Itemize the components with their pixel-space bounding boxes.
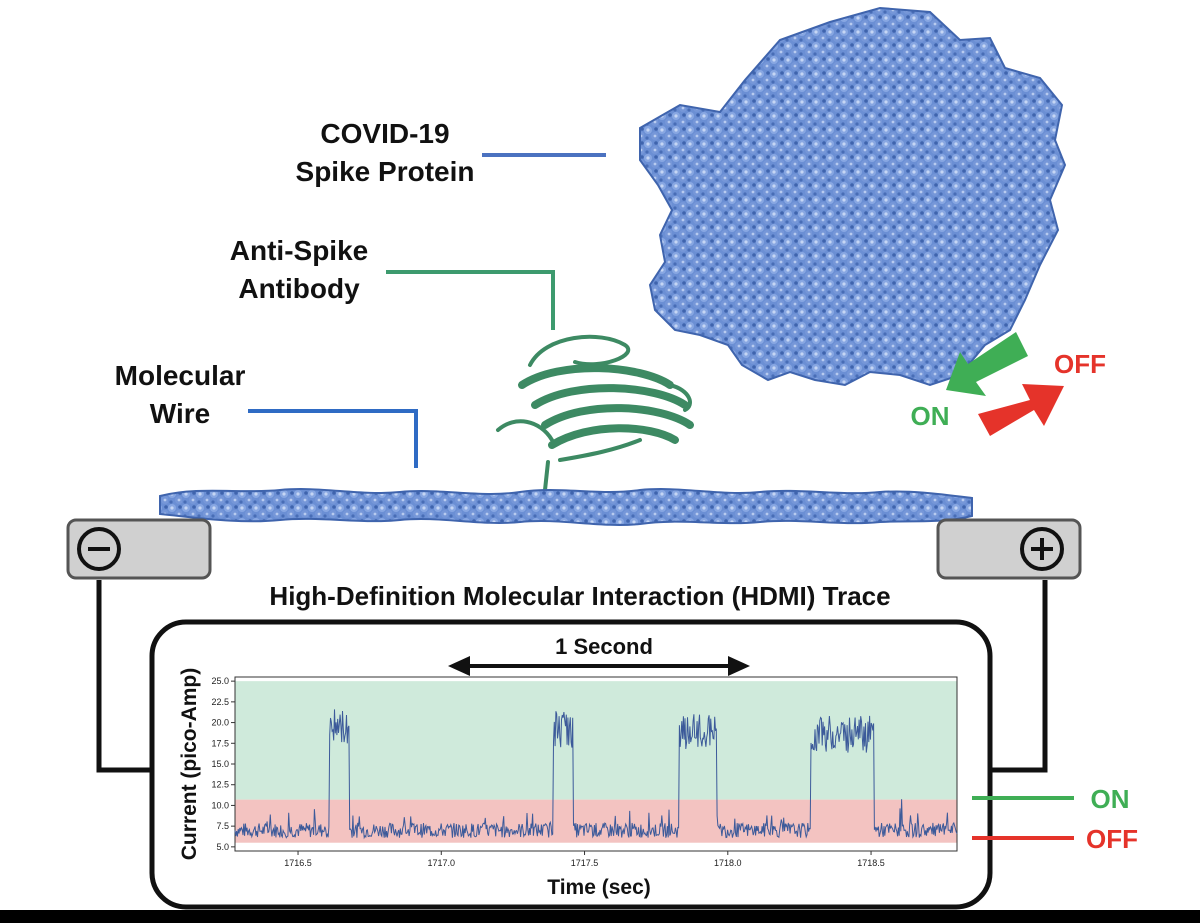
- y-tick-label: 20.0: [211, 718, 229, 728]
- spike-label-line1: COVID-19: [320, 118, 450, 149]
- wire-label-line1: Molecular: [114, 360, 246, 391]
- wire-label: Molecular Wire: [98, 357, 262, 433]
- plus-icon: [1020, 527, 1064, 571]
- minus-icon: [77, 527, 121, 571]
- spike-label-line2: Spike Protein: [295, 156, 475, 187]
- spike-protein-label: COVID-19 Spike Protein: [280, 115, 490, 191]
- y-tick-label: 15.0: [211, 759, 229, 769]
- y-tick-label: 5.0: [216, 842, 229, 852]
- y-tick-label: 17.5: [211, 738, 229, 748]
- bottom-border: [0, 910, 1200, 923]
- hdmi-trace-chart: 5.0 7.5 10.0 12.5 15.0 17.5 20.0 22.5 25.0 1716.5…: [211, 676, 958, 868]
- off-level-label: OFF: [1086, 824, 1138, 854]
- current-trace-line: [234, 709, 958, 840]
- x-axis-label: Time (sec): [547, 876, 651, 899]
- antibody-leader-line: [386, 270, 555, 330]
- y-tick-label: 25.0: [211, 676, 229, 686]
- antibody-label-line1: Anti-Spike: [229, 235, 369, 266]
- y-tick-label: 7.5: [216, 821, 229, 831]
- y-tick-label: 22.5: [211, 697, 229, 707]
- spike-protein: [639, 6, 1067, 387]
- wire-leader-line: [248, 409, 418, 468]
- right-circuit-wire: [990, 580, 1048, 773]
- one-second-arrow: [448, 656, 750, 676]
- molecular-wire: [159, 488, 973, 526]
- on-arrow-icon: [946, 332, 1028, 396]
- antibody-label: Anti-Spike Antibody: [214, 232, 384, 308]
- band-on: [235, 681, 957, 800]
- negative-electrode: [66, 518, 212, 580]
- x-tick-label: 1717.0: [428, 858, 456, 868]
- antibody-label-line2: Antibody: [238, 273, 360, 304]
- positive-electrode: [936, 518, 1082, 580]
- x-tick-label: 1717.5: [571, 858, 599, 868]
- wire-label-line2: Wire: [149, 398, 211, 429]
- left-circuit-wire: [96, 580, 152, 773]
- y-axis-label: Current (pico-Amp): [178, 668, 201, 861]
- y-tick-label: 12.5: [211, 780, 229, 790]
- trace-title: High-Definition Molecular Interaction (H…: [269, 581, 890, 611]
- x-tick-label: 1718.0: [714, 858, 742, 868]
- band-off: [235, 799, 957, 843]
- off-arrow-label: OFF: [1054, 349, 1106, 379]
- antibody-structure: [496, 334, 694, 492]
- on-arrow-label: ON: [911, 401, 950, 431]
- x-tick-label: 1716.5: [284, 858, 312, 868]
- off-arrow-icon: [978, 384, 1064, 436]
- y-tick-label: 10.0: [211, 800, 229, 810]
- x-tick-label: 1718.5: [857, 858, 885, 868]
- one-second-label: 1 Second: [555, 634, 653, 659]
- on-level-label: ON: [1091, 784, 1130, 814]
